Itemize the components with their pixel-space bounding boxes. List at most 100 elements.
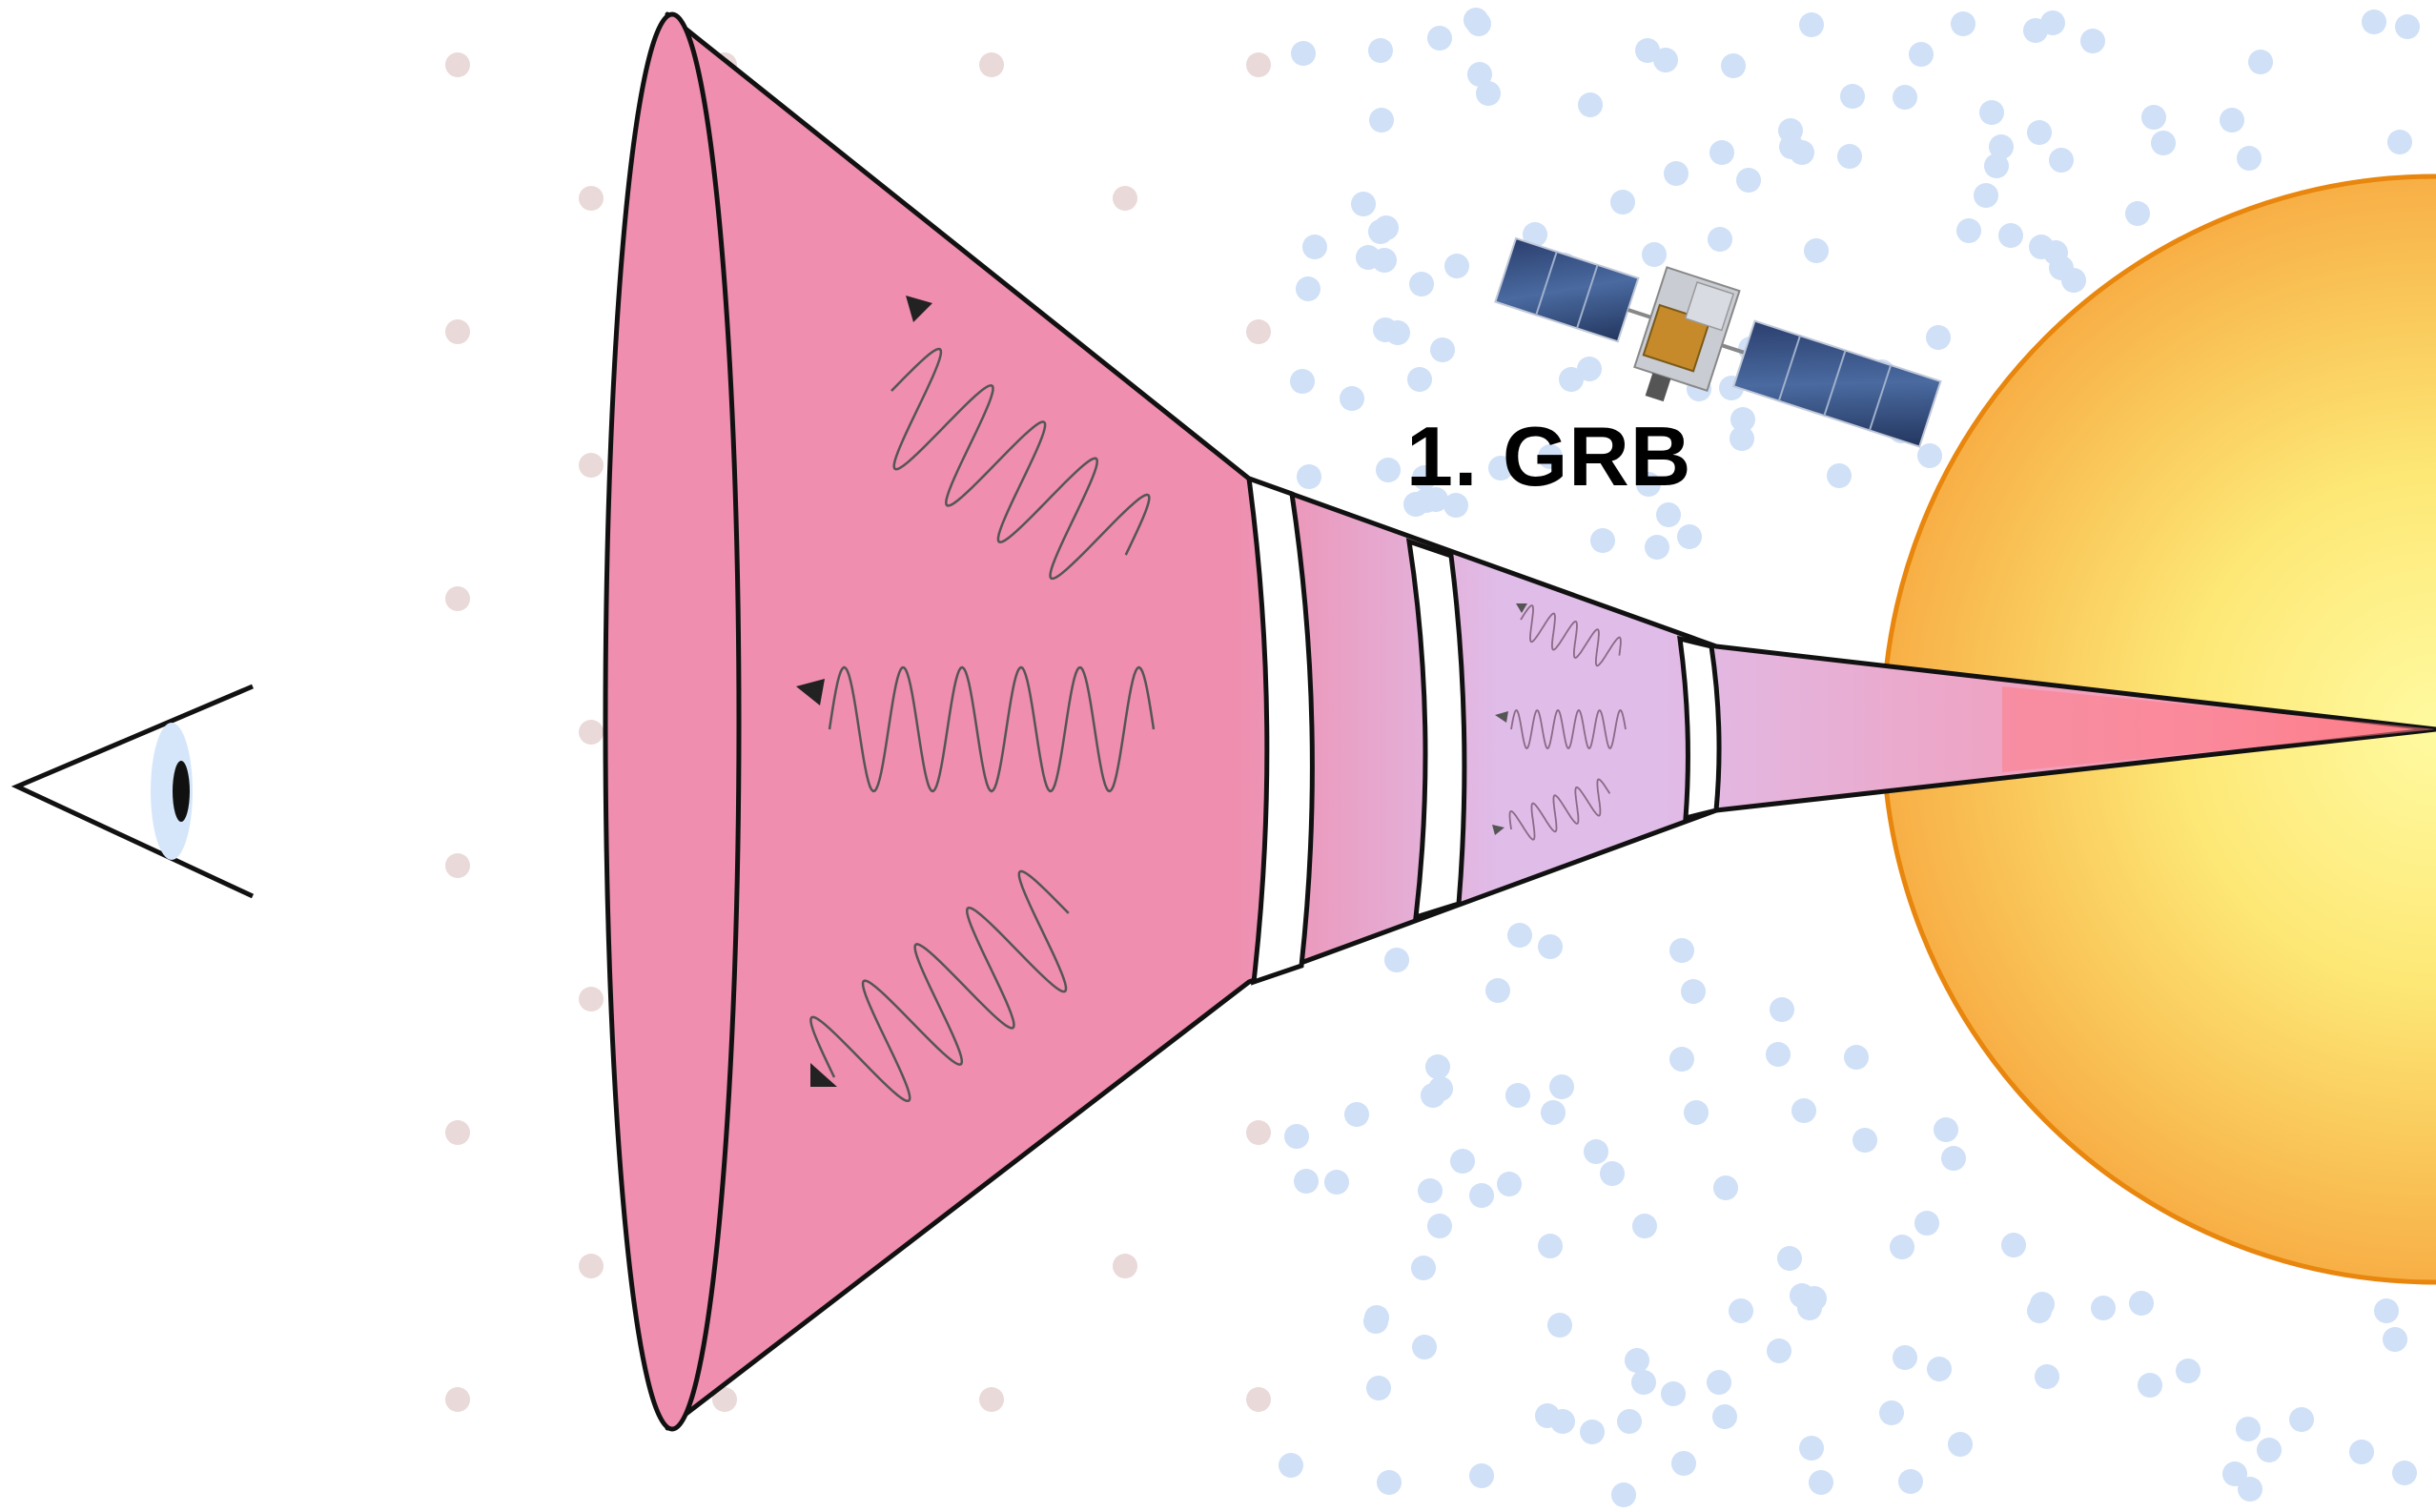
background-dot bbox=[2176, 1359, 2201, 1383]
background-dot bbox=[579, 987, 604, 1011]
background-dot bbox=[2001, 1233, 2026, 1257]
shell-band-3 bbox=[1680, 639, 1719, 818]
background-dot bbox=[979, 52, 1004, 77]
background-dot bbox=[1541, 1100, 1566, 1125]
background-dot bbox=[1799, 1436, 1824, 1461]
background-dot bbox=[1466, 11, 1491, 36]
background-dot bbox=[1584, 1139, 1608, 1164]
background-dot bbox=[1425, 1054, 1450, 1079]
background-dot bbox=[1879, 1400, 1904, 1425]
background-dot bbox=[1246, 319, 1271, 344]
background-dot bbox=[445, 52, 470, 77]
background-dot bbox=[1951, 11, 1975, 36]
background-dot bbox=[1580, 1420, 1605, 1444]
background-dot bbox=[1611, 1482, 1636, 1507]
background-dot bbox=[1681, 979, 1706, 1004]
background-dot bbox=[579, 1254, 604, 1278]
background-dot bbox=[1324, 1170, 1349, 1195]
background-dot bbox=[1559, 367, 1584, 392]
background-dot bbox=[1363, 1309, 1388, 1334]
background-dot bbox=[1707, 1370, 1731, 1395]
background-dot bbox=[1844, 1045, 1869, 1070]
background-dot bbox=[1610, 190, 1635, 215]
background-dot bbox=[1890, 1235, 1914, 1259]
background-dot bbox=[1671, 1451, 1696, 1476]
background-dot bbox=[579, 453, 604, 478]
background-dot bbox=[445, 1120, 470, 1145]
background-dot bbox=[1538, 934, 1563, 959]
background-dot bbox=[2257, 1438, 2282, 1462]
background-dot bbox=[2392, 1461, 2417, 1485]
background-dot bbox=[1485, 978, 1510, 1003]
background-dot bbox=[2061, 268, 2086, 293]
background-dot bbox=[1505, 1083, 1530, 1108]
background-dot bbox=[2349, 1440, 2374, 1464]
background-dot bbox=[1893, 1345, 1917, 1370]
background-dot bbox=[1340, 386, 1364, 411]
background-dot bbox=[2222, 1461, 2247, 1486]
background-dot bbox=[1418, 1178, 1443, 1203]
background-dot bbox=[1770, 997, 1794, 1022]
background-dot bbox=[1730, 407, 1755, 432]
background-dot bbox=[1721, 53, 1746, 78]
background-dot bbox=[1246, 52, 1271, 77]
background-dot bbox=[1625, 1348, 1649, 1373]
background-dot bbox=[445, 586, 470, 611]
background-dot bbox=[2387, 130, 2412, 154]
background-dot bbox=[1368, 38, 1393, 63]
background-dot bbox=[1450, 1149, 1475, 1174]
background-dot bbox=[2080, 29, 2105, 53]
background-dot bbox=[579, 186, 604, 211]
background-dot bbox=[1934, 1117, 1958, 1142]
background-dot bbox=[1837, 144, 1862, 169]
background-dot bbox=[1411, 1256, 1436, 1280]
grb-label: 1. GRB bbox=[1406, 408, 1691, 505]
background-dot bbox=[1669, 938, 1694, 963]
background-dot bbox=[2027, 1298, 2052, 1323]
background-dot bbox=[1708, 227, 1732, 252]
background-dot bbox=[1713, 1175, 1738, 1200]
background-dot bbox=[1356, 245, 1381, 270]
background-dot bbox=[1979, 100, 2004, 125]
background-dot bbox=[1926, 325, 1951, 350]
background-dot bbox=[1600, 1161, 1625, 1186]
background-dot bbox=[1246, 1387, 1271, 1412]
background-dot bbox=[1578, 92, 1603, 117]
background-dot bbox=[1632, 1214, 1657, 1238]
background-dot bbox=[1669, 1047, 1694, 1072]
background-dot bbox=[2151, 131, 2176, 155]
background-dot bbox=[1677, 524, 1702, 549]
background-dot bbox=[1684, 1100, 1709, 1125]
background-dot bbox=[2029, 235, 2054, 259]
background-dot bbox=[1893, 85, 1917, 110]
background-dot bbox=[1840, 84, 1865, 109]
background-dot bbox=[1799, 12, 1824, 37]
background-dot bbox=[1284, 1124, 1309, 1149]
background-dot bbox=[1941, 1146, 1966, 1171]
background-dot bbox=[979, 1387, 1004, 1412]
background-dot bbox=[1809, 1470, 1833, 1495]
background-dot bbox=[1290, 369, 1315, 394]
background-dot bbox=[1497, 1172, 1522, 1196]
background-dot bbox=[1507, 923, 1532, 948]
background-dot bbox=[1351, 192, 1376, 216]
background-dot bbox=[1853, 1128, 1877, 1153]
background-dot bbox=[1917, 443, 1942, 468]
background-dot bbox=[1368, 219, 1393, 244]
background-dot bbox=[445, 853, 470, 878]
background-dot bbox=[1736, 168, 1761, 193]
background-dot bbox=[2289, 1407, 2314, 1432]
background-dot bbox=[1956, 218, 1981, 243]
background-dot bbox=[1617, 1409, 1642, 1434]
background-dot bbox=[445, 1387, 470, 1412]
background-dot bbox=[1344, 1102, 1369, 1127]
background-dot bbox=[2091, 1296, 2116, 1320]
background-dot bbox=[1729, 1298, 1753, 1323]
background-dot bbox=[1377, 1470, 1402, 1495]
background-dot bbox=[1297, 464, 1321, 489]
background-dot bbox=[1113, 186, 1137, 211]
background-dot bbox=[1661, 1381, 1686, 1406]
background-dot bbox=[1366, 1376, 1391, 1400]
background-dot bbox=[1467, 62, 1492, 87]
background-dot bbox=[1430, 337, 1455, 362]
